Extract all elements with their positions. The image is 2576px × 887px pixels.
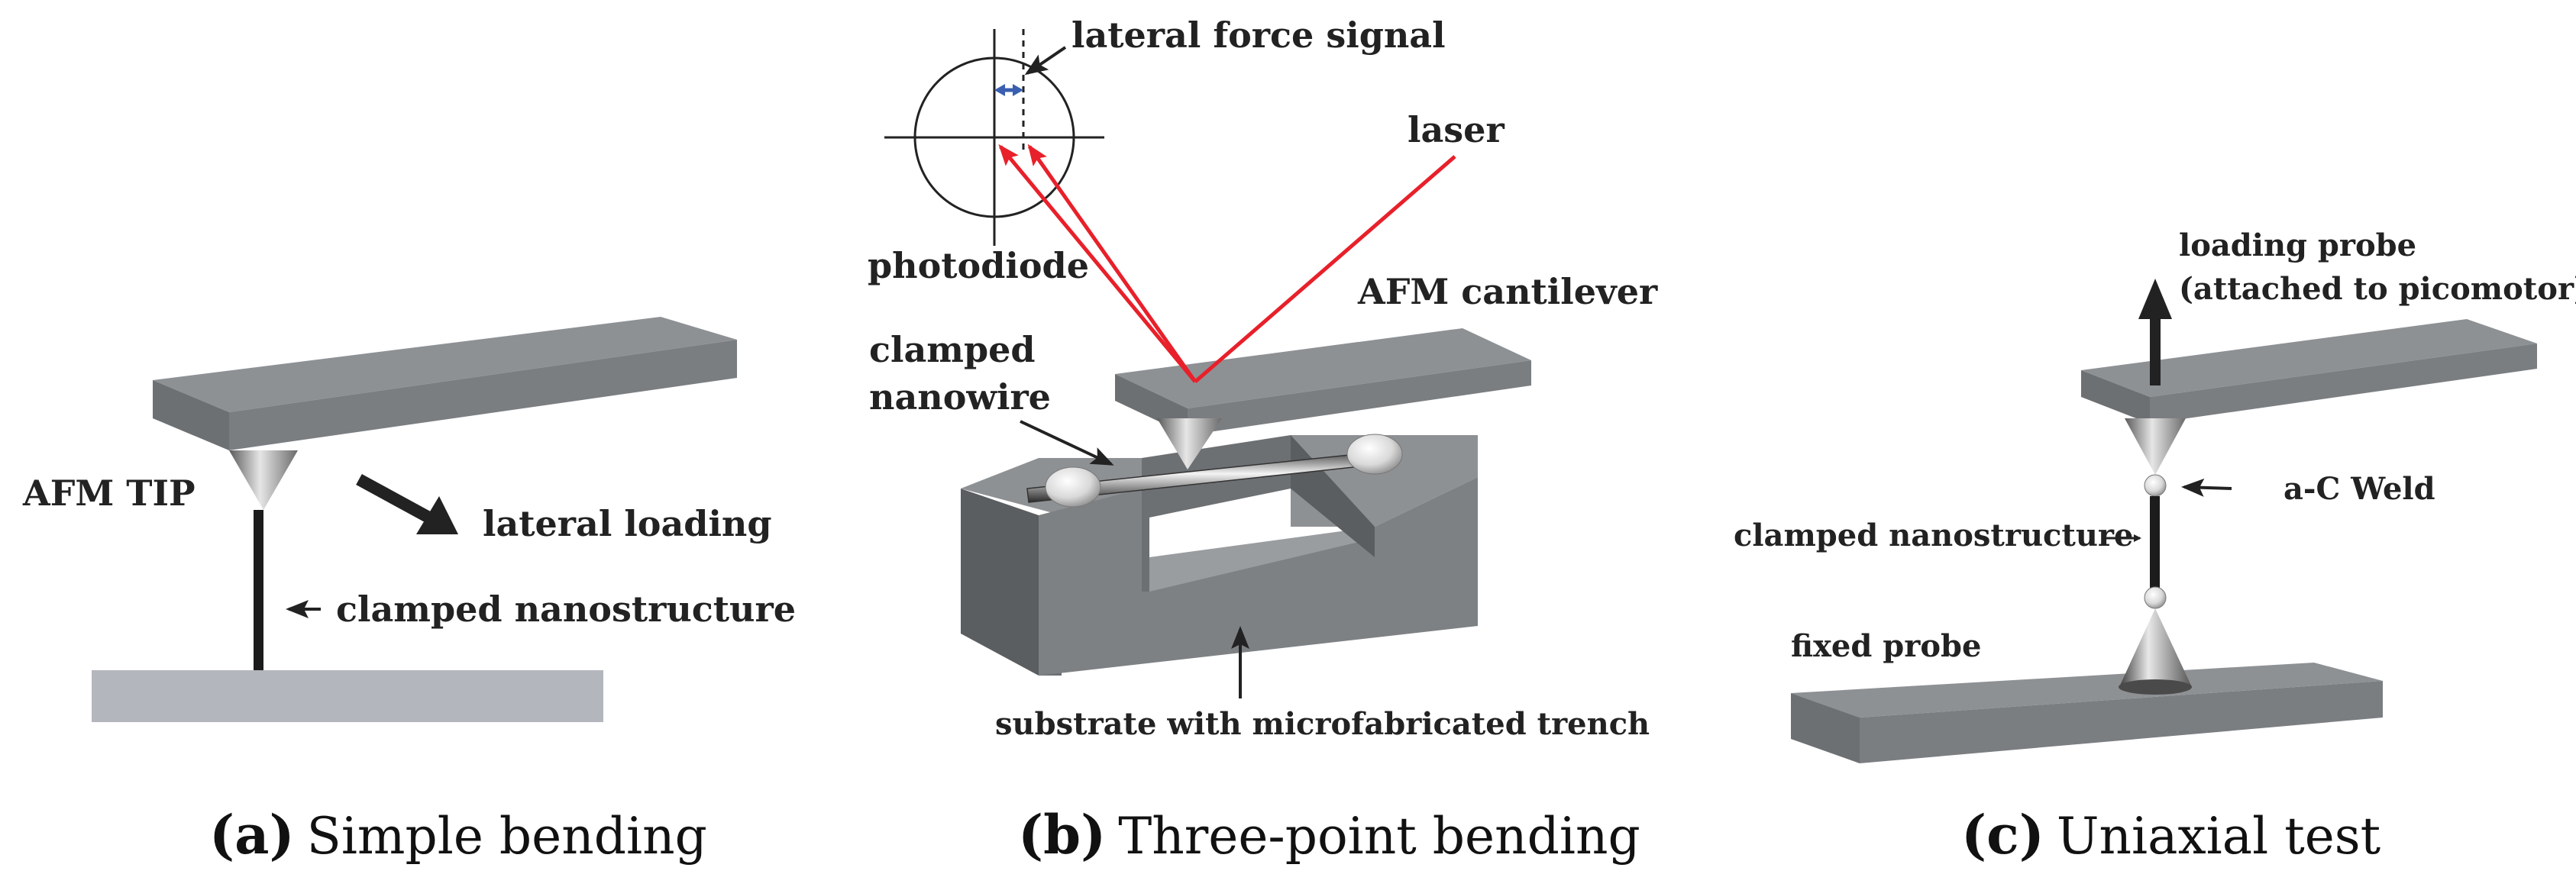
clamped-nanostructure xyxy=(254,510,263,672)
caption-b: (b)Three-point bending xyxy=(1018,803,1640,866)
clamped-nanowire-label-1: clamped xyxy=(869,329,1036,370)
afm-cantilever-label: AFM cantilever xyxy=(1357,271,1658,312)
fixed-probe-cone-base xyxy=(2119,679,2192,695)
c-clamped-nanostructure-label: clamped nanostructure xyxy=(1734,518,2133,553)
caption-b-letter: b xyxy=(1043,803,1081,866)
loading-probe-front xyxy=(2081,370,2150,424)
caption-c-text: Uniaxial test xyxy=(2057,807,2380,866)
lateral-loading-label: lateral loading xyxy=(483,503,772,544)
cantilever-top-face xyxy=(153,317,737,412)
panel-b: lateral force signal laser photodiode AF… xyxy=(868,15,1658,866)
laser-reflected-2 xyxy=(1027,144,1198,383)
pull-arrowhead xyxy=(2138,279,2172,319)
trench-floor xyxy=(1149,527,1375,592)
substrate-label: substrate with microfabricated trench xyxy=(995,706,1650,742)
weld-bottom xyxy=(2144,586,2167,609)
afm-tip xyxy=(229,450,298,510)
afm-tip-label: AFM TIP xyxy=(22,473,196,514)
fixed-probe-slab-side xyxy=(1860,681,2383,763)
nanowire-pointer xyxy=(1020,420,1114,466)
cantilever-side-face xyxy=(229,340,737,450)
substrate-main-face xyxy=(1039,477,1478,676)
lateral-signal-arrowhead-left xyxy=(994,84,1005,96)
fixed-probe-cone xyxy=(2119,608,2192,687)
weld-right xyxy=(1346,434,1403,475)
b-cantilever-top xyxy=(1115,328,1531,408)
weld-left xyxy=(1045,466,1101,508)
lateral-force-label: lateral force signal xyxy=(1071,15,1446,56)
lateral-loading-arrowhead xyxy=(416,496,458,534)
caption-b-text: Three-point bending xyxy=(1118,807,1640,866)
flat-substrate xyxy=(92,670,603,722)
loading-probe-label-2: (attached to picomotor) xyxy=(2179,271,2576,307)
fixed-probe-label: fixed probe xyxy=(1791,628,1981,664)
fixed-probe-slab-top xyxy=(1791,663,2383,718)
fixed-probe-slab-front xyxy=(1791,693,1860,763)
caption-c-letter: c xyxy=(1986,803,2019,866)
substrate-front xyxy=(961,489,1039,676)
laser-incident xyxy=(1194,155,1456,383)
clamped-nanowire-label-2: nanowire xyxy=(869,376,1051,418)
photodiode-label: photodiode xyxy=(868,245,1089,286)
loading-probe-tip xyxy=(2125,418,2186,475)
caption-a-letter: a xyxy=(234,803,269,866)
b-cantilever-side xyxy=(1188,360,1531,435)
loading-probe-top xyxy=(2081,319,2537,397)
loading-probe-side xyxy=(2150,344,2537,424)
weld-label: a-C Weld xyxy=(2283,471,2435,507)
lateral-signal-arrowhead-right xyxy=(1013,84,1023,96)
panel-c: loading probe (attached to picomotor) a-… xyxy=(1734,227,2576,866)
b-afm-tip xyxy=(1157,418,1222,469)
cantilever-front-face xyxy=(153,380,229,450)
laser-label: laser xyxy=(1408,109,1505,150)
caption-a-text: Simple bending xyxy=(307,807,707,866)
panel-a: AFM TIP lateral loading clamped nanostru… xyxy=(22,317,796,866)
weld-top xyxy=(2144,474,2167,497)
laser-reflected-1 xyxy=(998,144,1197,383)
loading-probe-label-1: loading probe xyxy=(2179,227,2416,263)
caption-a: (a)Simple bending xyxy=(209,803,707,866)
c-clamped-nanostructure xyxy=(2150,496,2160,589)
weld-pointer xyxy=(2181,478,2232,497)
clamped-nanostructure-label: clamped nanostructure xyxy=(336,589,796,630)
lateral-force-pointer xyxy=(1024,46,1067,76)
caption-c: (c)Uniaxial test xyxy=(1961,803,2380,866)
